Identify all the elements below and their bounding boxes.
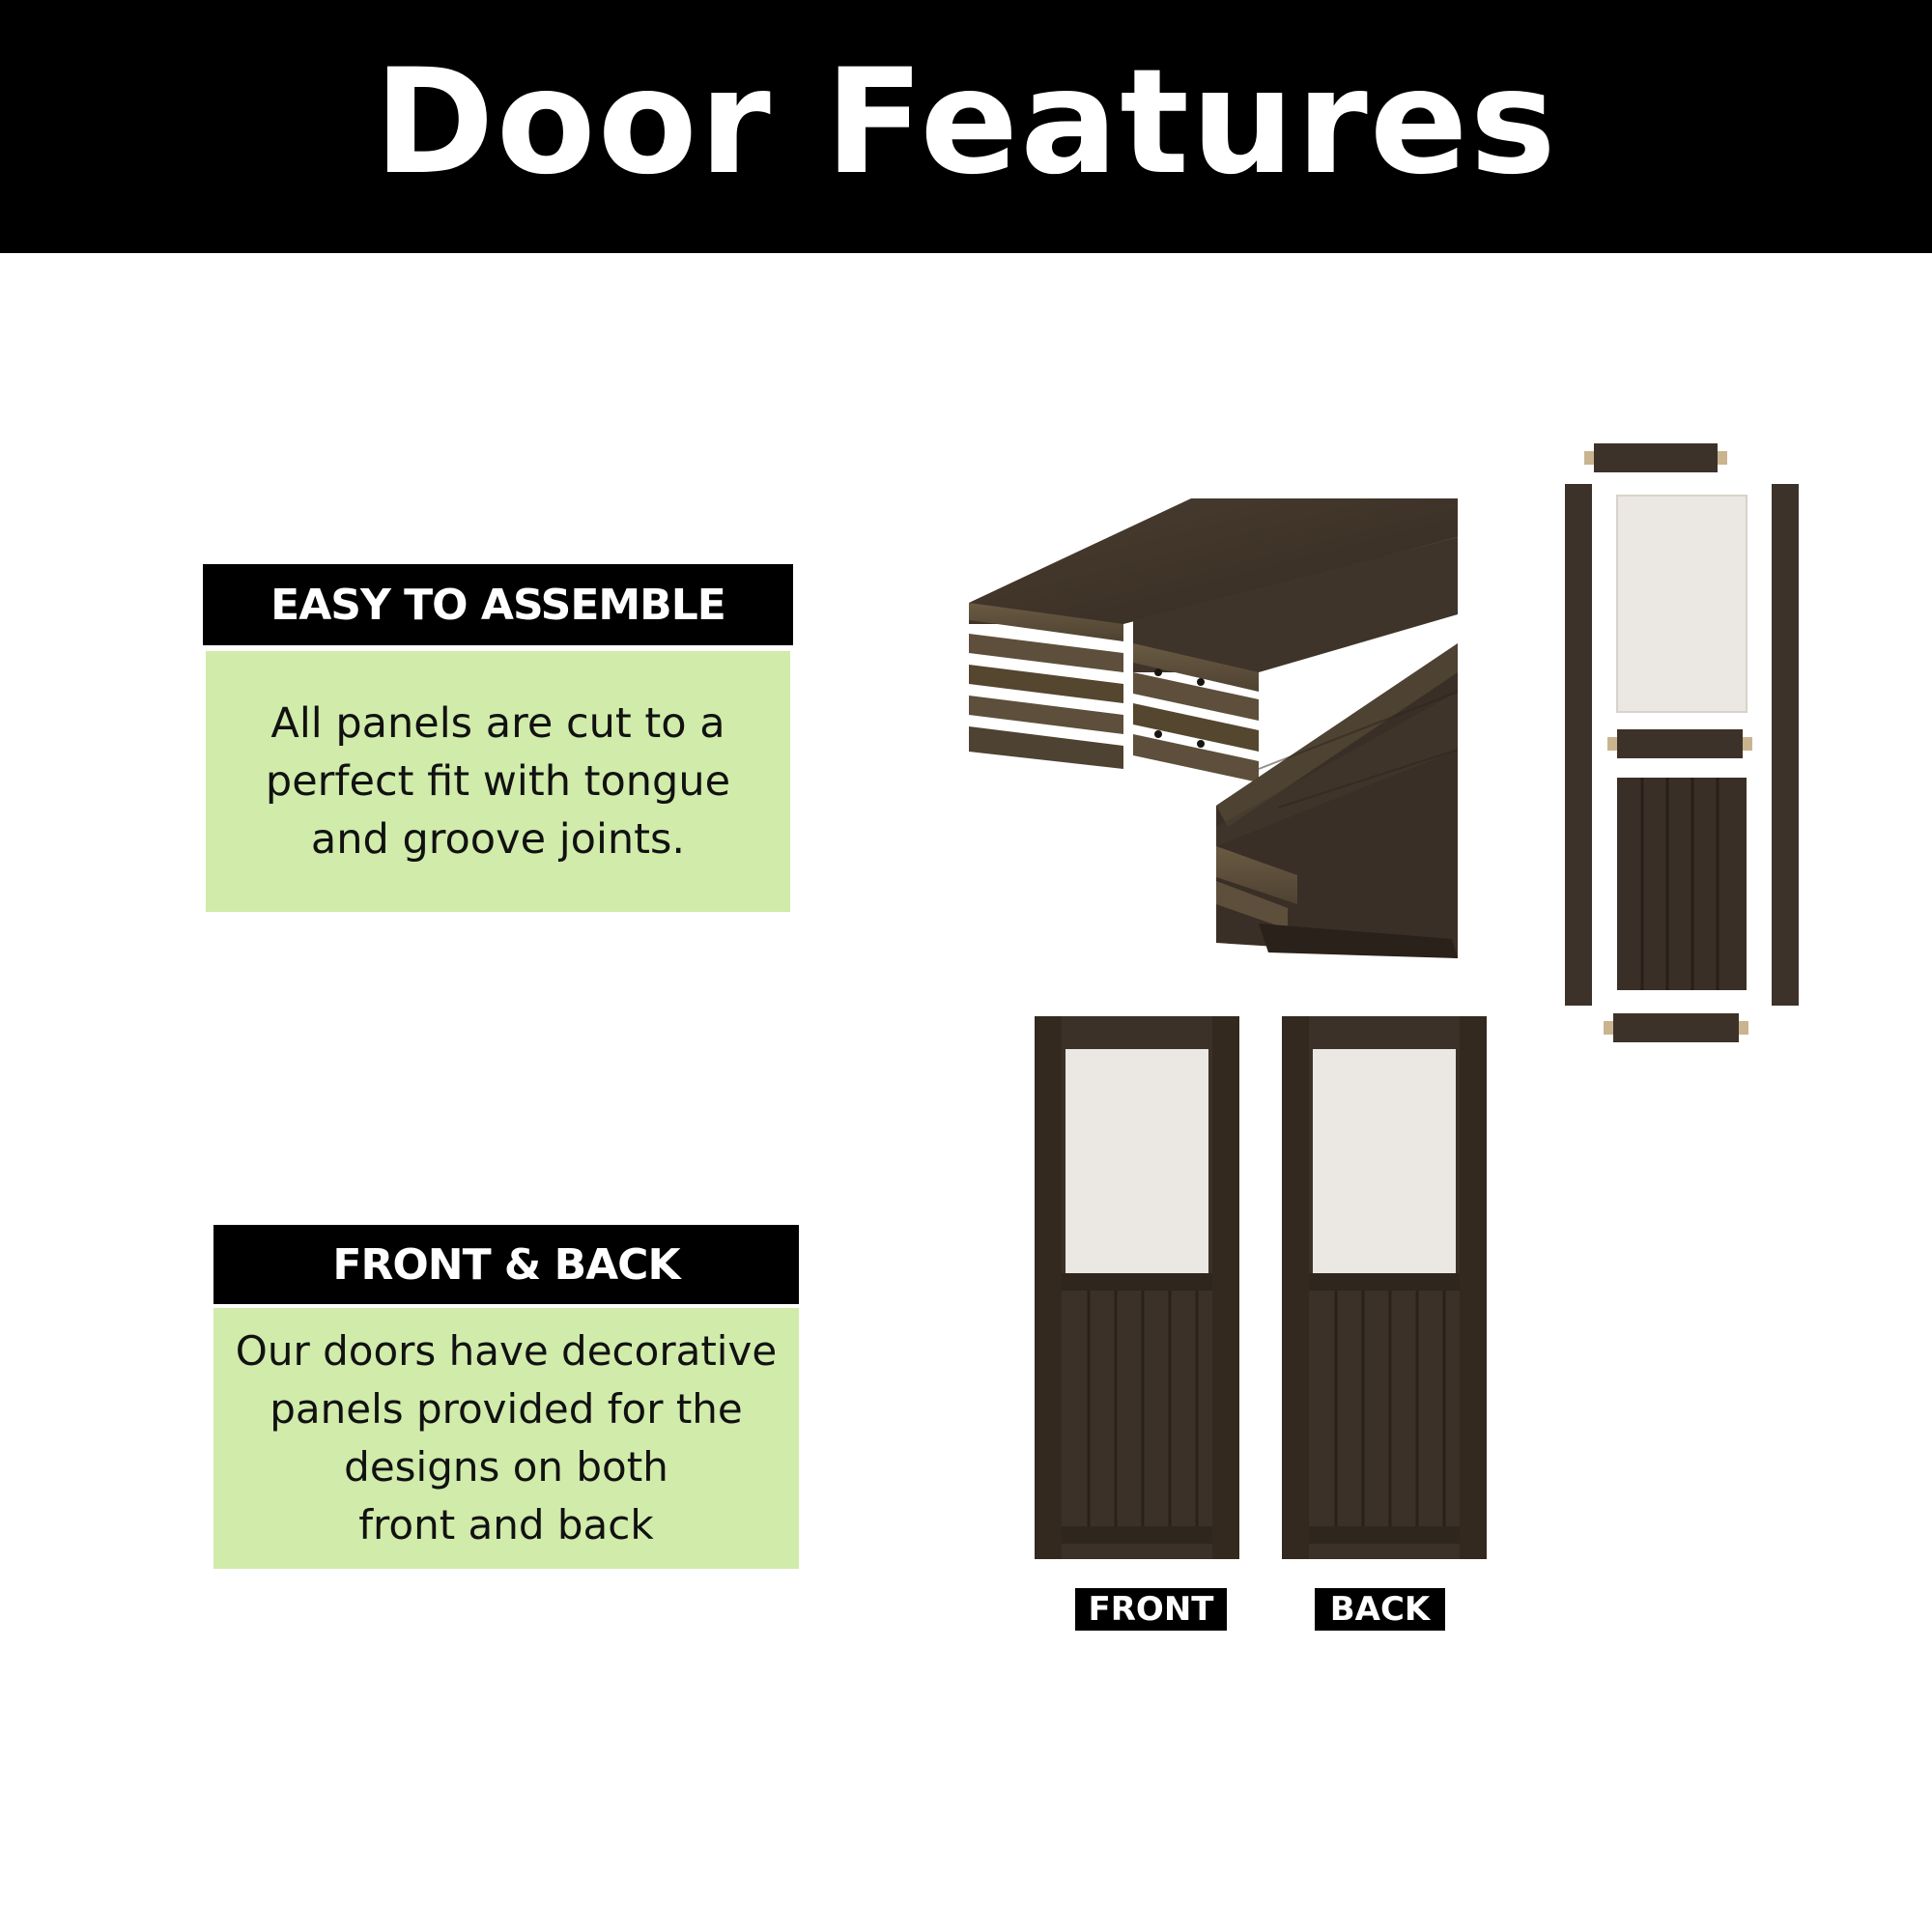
tongue-groove-planks-image [969, 498, 1458, 958]
feature-title-front-back: FRONT & BACK [213, 1225, 799, 1304]
feature-description: All panels are cut to a perfect fit with… [265, 699, 731, 864]
feature-body-easy-to-assemble: All panels are cut to a perfect fit with… [206, 651, 790, 912]
feature-body-front-back: Our doors have decorative panels provide… [213, 1308, 799, 1569]
door-front-image [1035, 1016, 1239, 1559]
front-label: FRONT [1075, 1588, 1227, 1631]
feature-description: Our doors have decorative panels provide… [235, 1327, 778, 1548]
page-title: Door Features [374, 39, 1558, 207]
page-header: Door Features [0, 0, 1932, 253]
feature-title-easy-to-assemble: EASY TO ASSEMBLE [203, 564, 793, 645]
door-back-image [1282, 1016, 1487, 1559]
back-label: BACK [1315, 1588, 1445, 1631]
door-kit-exploded-image [1565, 443, 1799, 1042]
